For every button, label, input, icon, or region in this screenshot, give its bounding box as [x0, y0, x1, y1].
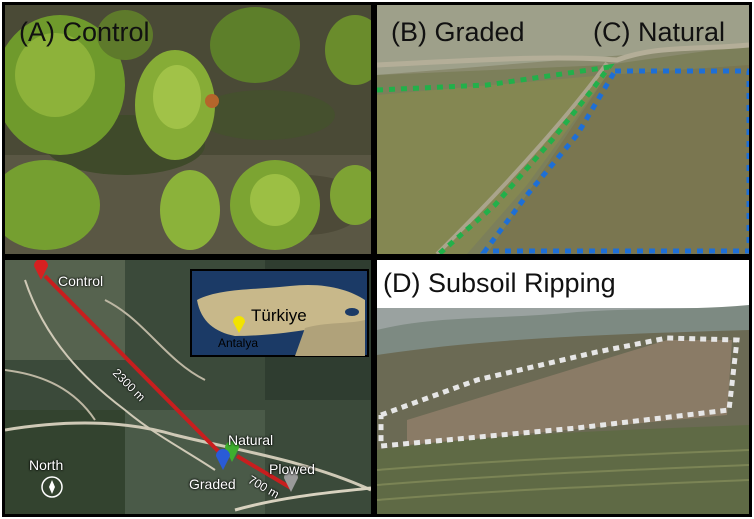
- inset-city-label: Antalya: [218, 336, 259, 350]
- antalya-marker-icon: [233, 316, 245, 333]
- panel-site-map: Control 2300 m Natural Graded 700 m Plow…: [2, 257, 374, 517]
- subsoil-ripping-image: [377, 260, 749, 514]
- satellite-map-image: [5, 260, 371, 514]
- natural-site-label: Natural: [228, 432, 274, 448]
- panel-c-label: (C) Natural: [593, 17, 726, 47]
- compass-icon: [41, 476, 63, 498]
- plowed-site-label: Plowed: [269, 461, 315, 477]
- north-label: North: [29, 457, 64, 473]
- control-marker-icon: [34, 260, 48, 280]
- graded-marker-icon: [216, 449, 230, 470]
- panel-a-label: (A) Control: [19, 17, 150, 47]
- panel-subsoil-ripping-photo: (D) Subsoil Ripping: [374, 257, 752, 517]
- panel-graded-natural-photo: (B) Graded (C) Natural: [374, 2, 752, 257]
- panel-d-label: (D) Subsoil Ripping: [383, 268, 616, 298]
- natural-outline: [480, 68, 749, 254]
- graded-outline: [377, 63, 615, 254]
- panel-control-photo: (A) Control: [2, 2, 374, 257]
- route-natural-plowed: [235, 454, 293, 490]
- control-forest-image: [5, 5, 371, 254]
- control-site-label: Control: [58, 273, 104, 289]
- inset-country-label: Türkiye: [251, 306, 307, 325]
- panel-b-label: (B) Graded: [391, 17, 525, 47]
- graded-natural-hillside-image: [377, 5, 749, 254]
- ripping-outline: [378, 335, 740, 449]
- plowed-marker-icon: [284, 471, 298, 492]
- natural-marker-icon: [225, 441, 239, 462]
- route-control-natural: [43, 274, 225, 458]
- graded-site-label: Graded: [189, 476, 236, 492]
